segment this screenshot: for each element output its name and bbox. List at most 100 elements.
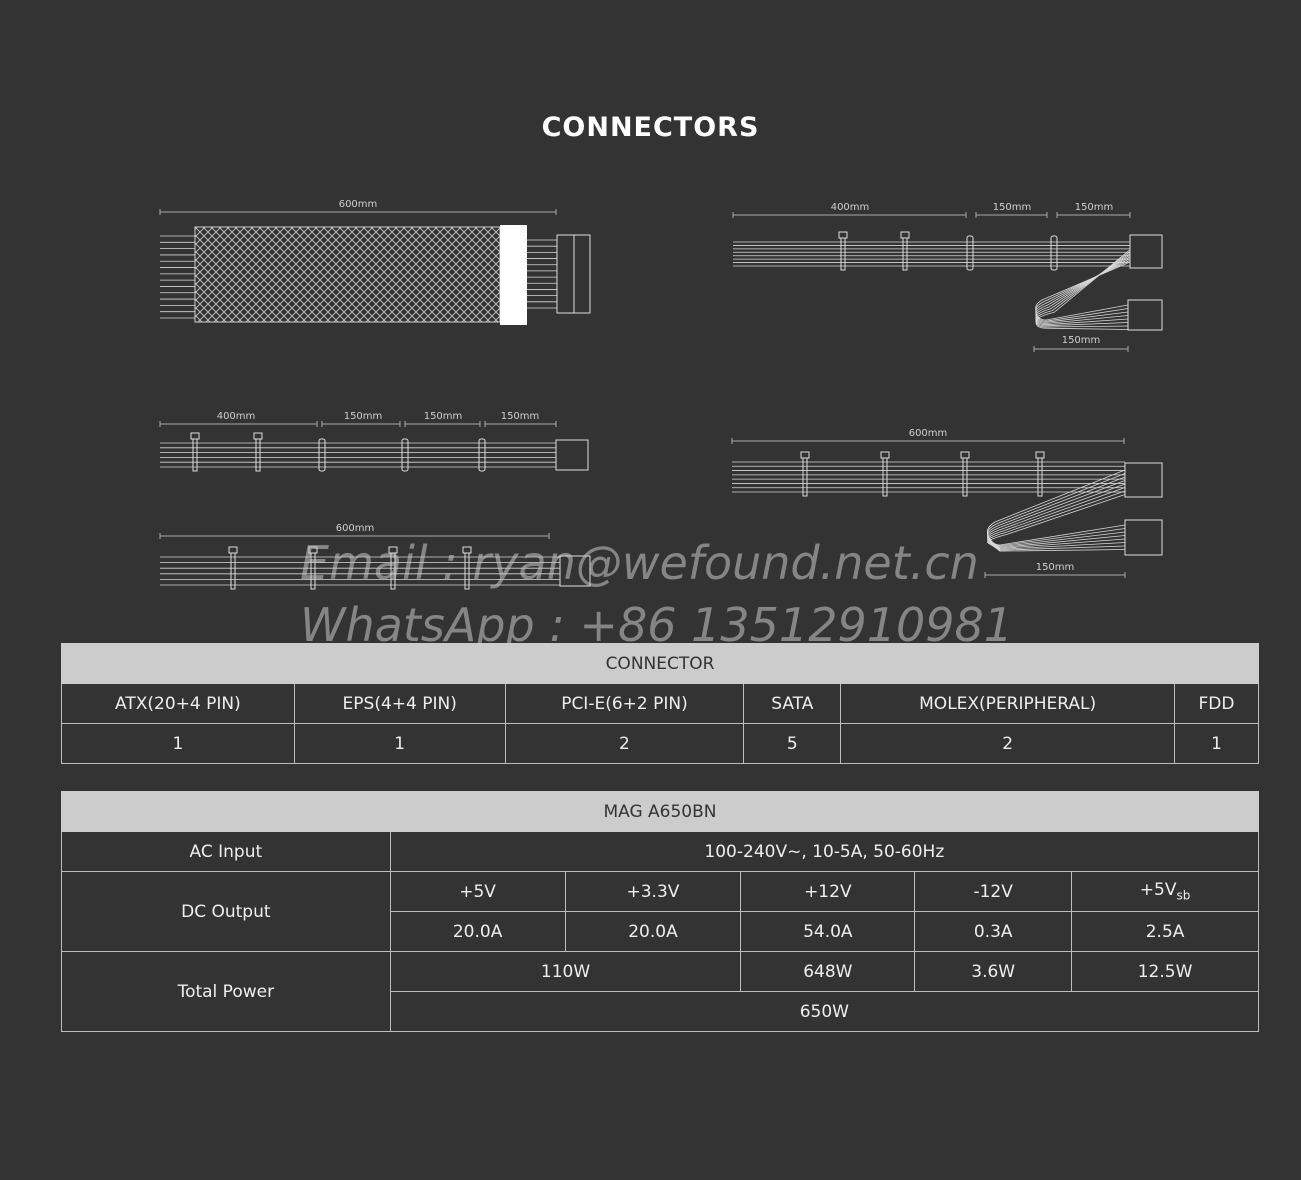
- cable-tie: [255, 438, 261, 472]
- table-row: Total Power 110W 648W 3.6W 12.5W: [61, 951, 1259, 1032]
- current-cell: 0.3A: [914, 911, 1073, 952]
- eps-connector: [1127, 299, 1163, 331]
- molex-cable-diagram: 600mm: [159, 523, 591, 590]
- cable-tie: [1037, 457, 1043, 497]
- atx-connector: [556, 234, 575, 314]
- sata-cable-diagram: 400mm 150mm 150mm 150mm: [159, 411, 589, 472]
- dimension-label: 600mm: [339, 199, 378, 210]
- cable-tie: [962, 457, 968, 497]
- cable-tie-head: [960, 451, 970, 459]
- header-cell: ATX(20+4 PIN): [61, 683, 295, 724]
- wire: [987, 473, 1126, 547]
- cable-tie: [902, 237, 908, 271]
- current-cell: 54.0A: [740, 911, 916, 952]
- power-cell: 110W: [389, 951, 742, 992]
- header-cell: FDD: [1174, 683, 1259, 724]
- value-cell: 1: [1174, 723, 1259, 764]
- svg-text:150mm: 150mm: [1036, 562, 1075, 573]
- page-title: CONNECTORS: [541, 112, 760, 143]
- power-cell: 12.5W: [1071, 951, 1259, 992]
- svg-text:600mm: 600mm: [336, 523, 375, 534]
- sleeve-mesh: [194, 226, 501, 323]
- cable-tie-head: [228, 546, 238, 554]
- cable-tie: [882, 457, 888, 497]
- cable-tie-head: [838, 231, 848, 239]
- table-row: AC Input 100-240V~, 10-5A, 50-60Hz: [61, 831, 1260, 872]
- header-cell: PCI-E(6+2 PIN): [504, 683, 745, 724]
- row-label: AC Input: [61, 831, 391, 872]
- cable-tie: [310, 552, 316, 590]
- current-cell: 20.0A: [389, 911, 566, 952]
- svg-text:600mm: 600mm: [909, 428, 948, 439]
- cable-tie: [464, 552, 470, 590]
- table-row: DC Output +5V +3.3V +12V -12V +5Vsb: [61, 871, 1259, 952]
- connector: [555, 439, 589, 471]
- value-cell: 1: [61, 723, 295, 764]
- row-label: Total Power: [61, 951, 391, 1032]
- power-cell: 3.6W: [914, 951, 1073, 992]
- pcie-connector: [1124, 462, 1163, 498]
- watermark-email: Email : ryan@wefound.net.cn: [300, 536, 979, 590]
- cable-tie-head: [190, 432, 200, 440]
- table-row: 1 1 2 5 2 1: [61, 723, 1259, 764]
- connector-table: CONNECTOR ATX(20+4 PIN) EPS(4+4 PIN) PCI…: [61, 643, 1259, 764]
- sata-clip: [318, 438, 326, 472]
- cable-diagrams: 600mm 400mm 150mm 150mm 150mm 400mm 150m…: [159, 199, 1163, 590]
- wire: [987, 483, 1126, 549]
- cable-tie: [230, 552, 236, 590]
- cable-tie-head: [880, 451, 890, 459]
- cable-tie-head: [900, 231, 910, 239]
- pcie-cable-diagram: 600mm 150mm: [731, 428, 1163, 578]
- row-label: DC Output: [61, 871, 391, 952]
- ac-input-value: 100-240V~, 10-5A, 50-60Hz: [389, 831, 1260, 872]
- cable-tie: [390, 552, 396, 590]
- svg-text:150mm: 150mm: [424, 411, 463, 422]
- current-cell: 2.5A: [1071, 911, 1259, 952]
- sata-clip: [966, 235, 974, 271]
- rail-cell: +5V: [389, 871, 566, 912]
- rail-cell: -12V: [914, 871, 1073, 912]
- header-cell: SATA: [743, 683, 842, 724]
- connector: [559, 555, 591, 587]
- table-title: CONNECTOR: [61, 643, 1259, 684]
- heat-shrink: [500, 225, 527, 325]
- svg-text:150mm: 150mm: [1062, 335, 1101, 346]
- table-header-row: ATX(20+4 PIN) EPS(4+4 PIN) PCI-E(6+2 PIN…: [61, 683, 1259, 724]
- eps-connector: [1129, 234, 1163, 269]
- wire: [987, 494, 1126, 552]
- value-cell: 1: [293, 723, 506, 764]
- svg-text:150mm: 150mm: [344, 411, 383, 422]
- value-cell: 2: [504, 723, 745, 764]
- rail-cell: +3.3V: [564, 871, 742, 912]
- cable-tie: [802, 457, 808, 497]
- rail-cell: +5Vsb: [1071, 871, 1259, 912]
- wire: [987, 480, 1126, 549]
- table-row: 650W: [62, 991, 1260, 1032]
- svg-text:400mm: 400mm: [831, 202, 870, 213]
- wire: [1035, 249, 1131, 330]
- current-cell: 20.0A: [564, 911, 742, 952]
- svg-text:400mm: 400mm: [217, 411, 256, 422]
- header-cell: MOLEX(PERIPHERAL): [840, 683, 1176, 724]
- svg-text:150mm: 150mm: [501, 411, 540, 422]
- spec-table: MAG A650BN AC Input 100-240V~, 10-5A, 50…: [61, 791, 1260, 1032]
- cable-tie-head: [800, 451, 810, 459]
- sata-clip: [401, 438, 409, 472]
- pcie-connector: [1124, 519, 1163, 556]
- header-cell: EPS(4+4 PIN): [293, 683, 506, 724]
- svg-text:150mm: 150mm: [993, 202, 1032, 213]
- wire: [987, 490, 1126, 551]
- cable-tie-head: [253, 432, 263, 440]
- rail-cell: +12V: [740, 871, 916, 912]
- value-cell: 2: [840, 723, 1176, 764]
- total-power-cell: 650W: [389, 991, 1260, 1032]
- power-cell: 648W: [740, 951, 916, 992]
- svg-text:150mm: 150mm: [1075, 202, 1114, 213]
- eps-cable-diagram: 400mm 150mm 150mm 150mm: [732, 202, 1163, 352]
- value-cell: 5: [743, 723, 842, 764]
- cable-tie: [840, 237, 846, 271]
- table-title: MAG A650BN: [61, 791, 1259, 832]
- sata-clip: [478, 438, 486, 472]
- cable-tie: [192, 438, 198, 472]
- wire: [1035, 259, 1131, 322]
